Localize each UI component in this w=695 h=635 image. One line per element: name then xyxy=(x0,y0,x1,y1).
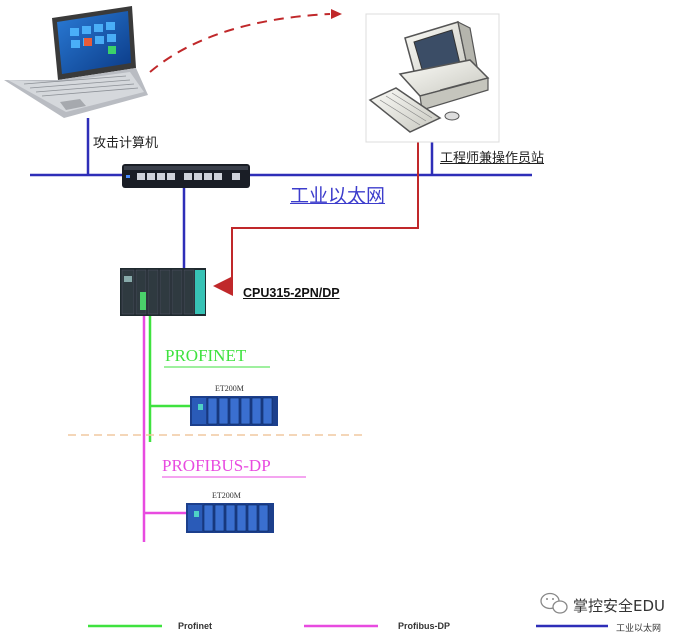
legend-profinet-label: Profinet xyxy=(178,621,213,631)
wechat-icon xyxy=(540,592,568,614)
profibus-dp-label: PROFIBUS-DP xyxy=(162,456,271,475)
et200m-rack-icon xyxy=(186,503,274,533)
watermark-text: 掌控安全EDU xyxy=(573,597,666,615)
desktop-computer-icon xyxy=(365,13,500,143)
legend-ethernet-label: 工业以太网 xyxy=(616,624,662,634)
et200m-label: ET200M xyxy=(215,384,244,393)
industrial-ethernet-label: 工业以太网 xyxy=(290,185,386,207)
attack-path xyxy=(213,140,419,296)
attack-arc-head xyxy=(331,9,342,19)
plc-icon xyxy=(120,268,206,316)
laptop-icon xyxy=(4,6,148,118)
cpu-label: CPU315-2PN/DP xyxy=(243,286,340,300)
et200m-rack-icon xyxy=(190,396,278,426)
network-switch-icon xyxy=(122,164,250,188)
profinet-label: PROFINET xyxy=(165,346,247,365)
et200m-label: ET200M xyxy=(212,491,241,500)
attacker-label: 攻击计算机 xyxy=(93,136,159,151)
legend-profibus-label: Profibus-DP xyxy=(398,621,451,631)
attack-arc xyxy=(149,13,331,73)
engineer-station-label: 工程师兼操作员站 xyxy=(440,151,545,166)
